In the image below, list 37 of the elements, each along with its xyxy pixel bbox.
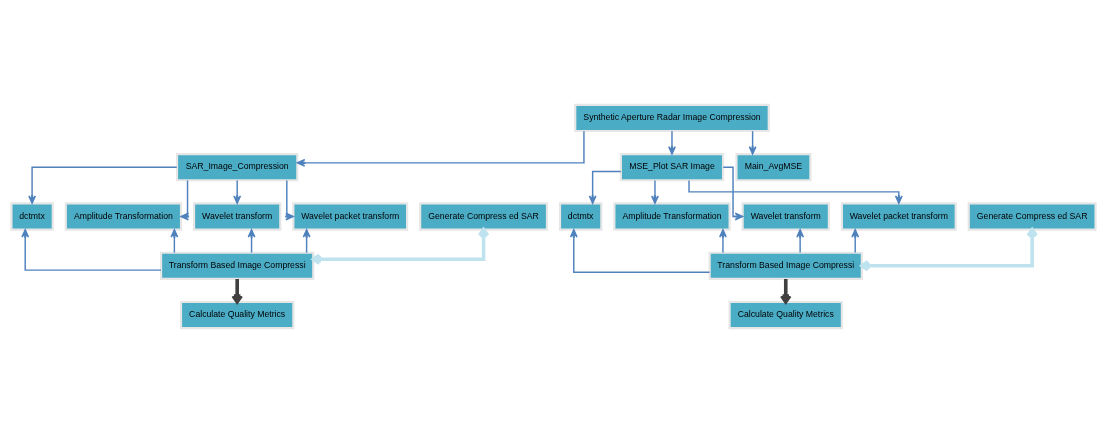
node-box: Transform Based Image Compressi [708,251,863,280]
node-box: Wavelet transform [192,201,282,231]
node-box: Generate Compress ed SAR [419,201,549,231]
node-box: Generate Compress ed SAR [967,201,1097,231]
arrow [233,179,242,204]
node-box: Synthetic Aperture Radar Image Compression [574,103,770,132]
arrow [21,228,162,271]
arrow [851,228,860,253]
node-box: dctmtx [558,201,603,231]
arrow [569,228,711,273]
arrow [311,227,490,265]
arrow [779,278,792,304]
node-box: Main_AvgMSE [735,152,812,181]
arrow [296,129,585,167]
node-box: Calculate Quality Metrics [179,300,295,329]
node-box: Transform Based Image Compressi [160,251,315,280]
arrow [28,166,178,204]
node-box: dctmtx [10,201,54,231]
node-box: Calculate Quality Metrics [728,300,843,329]
arrow [588,170,622,204]
arrow [722,166,744,220]
arrow [668,129,676,155]
node-box: SAR_Image_Compression [175,152,299,181]
node-box: Amplitude Transformation [613,201,731,231]
arrow [650,179,659,204]
arrow [860,227,1039,272]
arrow [796,228,805,253]
arrow [688,179,903,204]
arrow [231,278,244,304]
node-box: MSE_Plot SAR Image [619,152,725,181]
node-box: Wavelet transform [741,201,830,231]
node-box: Wavelet packet transform [840,201,957,231]
node-box: Amplitude Transformation [64,201,183,231]
arrow [180,179,190,220]
arrow [718,228,727,253]
arrow [285,179,294,220]
node-box: Wavelet packet transform [292,201,409,231]
